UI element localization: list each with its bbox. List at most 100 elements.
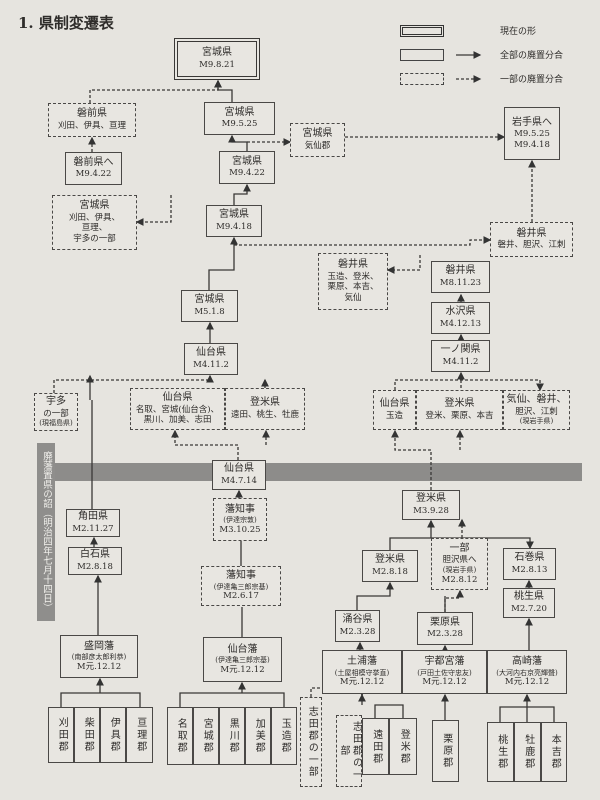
node-d-motoyoshi: 本吉郡 bbox=[541, 722, 567, 782]
node-title: 一部 bbox=[449, 542, 470, 554]
node-iwai-part1: 磐井県磐井、胆沢、江刺 bbox=[490, 222, 573, 257]
node-detail: M9.4.18 bbox=[514, 139, 550, 150]
node-detail: 気仙郡 bbox=[304, 140, 331, 151]
node-d-tome: 登米郡 bbox=[389, 718, 417, 775]
node-detail: 玉造、登米、 bbox=[327, 271, 379, 282]
node-d-shida1: 志田郡の一部 bbox=[300, 697, 322, 787]
node-detail: 玉造 bbox=[385, 410, 403, 421]
node-takasaki-han: 高崎藩(大河内右京亮輝聲)M元.12.12 bbox=[487, 650, 567, 694]
node-title: 宮城郡 bbox=[201, 718, 213, 754]
node-hanchiji-m31025: 藩知事(伊達宗敦)M3.10.25 bbox=[213, 498, 267, 541]
node-title: 宮城県 bbox=[302, 128, 333, 140]
node-d-watari: 亘理郡 bbox=[126, 707, 153, 763]
node-isawa-part: 一部胆沢県へ(現岩手県)M2.8.12 bbox=[431, 538, 488, 590]
node-detail: M8.11.23 bbox=[439, 277, 482, 288]
node-title: 登米県 bbox=[444, 398, 475, 410]
node-title: 磐井県 bbox=[338, 259, 368, 271]
node-detail: 遠田、桃生、牡鹿 bbox=[230, 409, 299, 420]
node-detail: M2.8.12 bbox=[441, 574, 478, 585]
node-detail: (現岩手県) bbox=[442, 565, 477, 574]
legend-current-swatch bbox=[400, 25, 444, 37]
node-detail: M9.4.22 bbox=[75, 169, 112, 180]
node-detail: M9.5.25 bbox=[221, 119, 258, 130]
node-iwai-part2: 磐井県玉造、登米、栗原、本吉、気仙 bbox=[318, 253, 388, 310]
node-detail: 胆沢県へ bbox=[442, 555, 477, 566]
node-title: 伊具郡 bbox=[108, 717, 120, 753]
node-d-tamatsukuri: 玉造郡 bbox=[271, 707, 297, 765]
node-detail: M3.9.28 bbox=[413, 505, 449, 516]
legend-partial-label: 一部の廃置分合 bbox=[500, 75, 564, 85]
node-kesen-group: 気仙、磐井、胆沢、江刺(現岩手県) bbox=[503, 390, 570, 430]
node-detail: 刈田、伊具、 bbox=[68, 212, 120, 223]
node-d-monou: 桃生郡 bbox=[487, 722, 514, 782]
node-title: 土浦藩 bbox=[347, 656, 377, 668]
node-detail: M2.6.17 bbox=[223, 591, 259, 602]
node-hanchiji-m2617: 藩知事(伊達亀三郎宗基)M2.6.17 bbox=[201, 566, 281, 606]
node-detail: M4.12.13 bbox=[439, 318, 482, 329]
node-title: 仙台県 bbox=[196, 347, 226, 359]
node-title: 一ノ関県 bbox=[440, 344, 481, 356]
node-title: 仙台県 bbox=[379, 398, 410, 410]
node-detail: 宇多の一部 bbox=[73, 234, 116, 245]
node-title: 藩知事 bbox=[225, 503, 255, 515]
node-uda-part: 宇多の一部(現福島県) bbox=[34, 393, 78, 431]
node-title: 登米郡 bbox=[398, 728, 410, 765]
node-title: 盛岡藩 bbox=[84, 640, 114, 652]
node-detail: M2.8.13 bbox=[511, 564, 548, 575]
abolition-side-label: 廃藩置県の詔（明治四年七月十四日） bbox=[37, 443, 55, 621]
node-title: 黒川郡 bbox=[227, 718, 239, 754]
page-title: 1. 県制変遷表 bbox=[18, 14, 114, 32]
node-detail: (南部彦太郎利恭) bbox=[71, 653, 127, 662]
node-detail: M2.3.28 bbox=[339, 626, 376, 637]
abolition-band bbox=[52, 463, 582, 481]
node-title: 宮城県 bbox=[194, 294, 225, 306]
node-title: 遠田郡 bbox=[370, 728, 382, 765]
node-title: 水沢県 bbox=[445, 306, 476, 318]
node-detail: 黒川、加美、志田 bbox=[143, 415, 212, 426]
node-d-kurokawa: 黒川郡 bbox=[219, 707, 245, 765]
node-detail: M元.12.12 bbox=[339, 677, 385, 688]
node-d-kami: 加美郡 bbox=[245, 707, 271, 765]
node-tome-part1: 登米県遠田、桃生、牡鹿 bbox=[225, 388, 305, 430]
legend-full-swatch bbox=[400, 49, 444, 61]
node-detail: M9.5.25 bbox=[514, 129, 550, 140]
legend-full-label: 全部の廃置分合 bbox=[500, 51, 564, 61]
node-title: 磐前県 bbox=[77, 108, 107, 120]
node-title: 桃生郡 bbox=[495, 734, 507, 770]
node-detail: 刈田、伊具、亘理 bbox=[57, 120, 126, 131]
node-detail: 気仙 bbox=[344, 293, 362, 304]
node-sendai-part: 仙台県名取、宮城(仙台含)、黒川、加美、志田 bbox=[130, 388, 225, 430]
node-detail: (現福島県) bbox=[39, 419, 73, 428]
node-title: 名取郡 bbox=[175, 718, 187, 754]
node-title: 加美郡 bbox=[253, 718, 265, 754]
node-d-natori: 名取郡 bbox=[167, 707, 193, 765]
node-detail: M9.4.18 bbox=[216, 221, 252, 232]
node-detail: M9.4.22 bbox=[229, 168, 265, 179]
node-detail: M2.11.27 bbox=[72, 523, 114, 534]
node-title: 仙台県 bbox=[224, 463, 254, 475]
node-title: 志田郡の一部 bbox=[306, 706, 318, 778]
node-title: 宮城県 bbox=[219, 209, 249, 221]
node-detail: M元.12.12 bbox=[76, 661, 122, 672]
node-detail: 登米、栗原、本吉 bbox=[425, 410, 494, 421]
node-title: 岩手県へ bbox=[512, 116, 552, 128]
node-title: 桃生県 bbox=[514, 591, 544, 603]
node-title: 石巻県 bbox=[514, 552, 545, 564]
node-detail: M4.7.14 bbox=[221, 475, 257, 486]
node-miyagi-katta: 宮城県刈田、伊具、亘理、宇多の一部 bbox=[52, 195, 137, 250]
node-title: 柴田郡 bbox=[82, 717, 94, 753]
node-title: 仙台県 bbox=[162, 392, 193, 404]
node-sendai-tamatsukuri: 仙台県玉造 bbox=[373, 390, 416, 430]
node-detail: M2.8.18 bbox=[372, 566, 408, 577]
node-detail: (伊達亀三郎宗基) bbox=[215, 656, 270, 665]
